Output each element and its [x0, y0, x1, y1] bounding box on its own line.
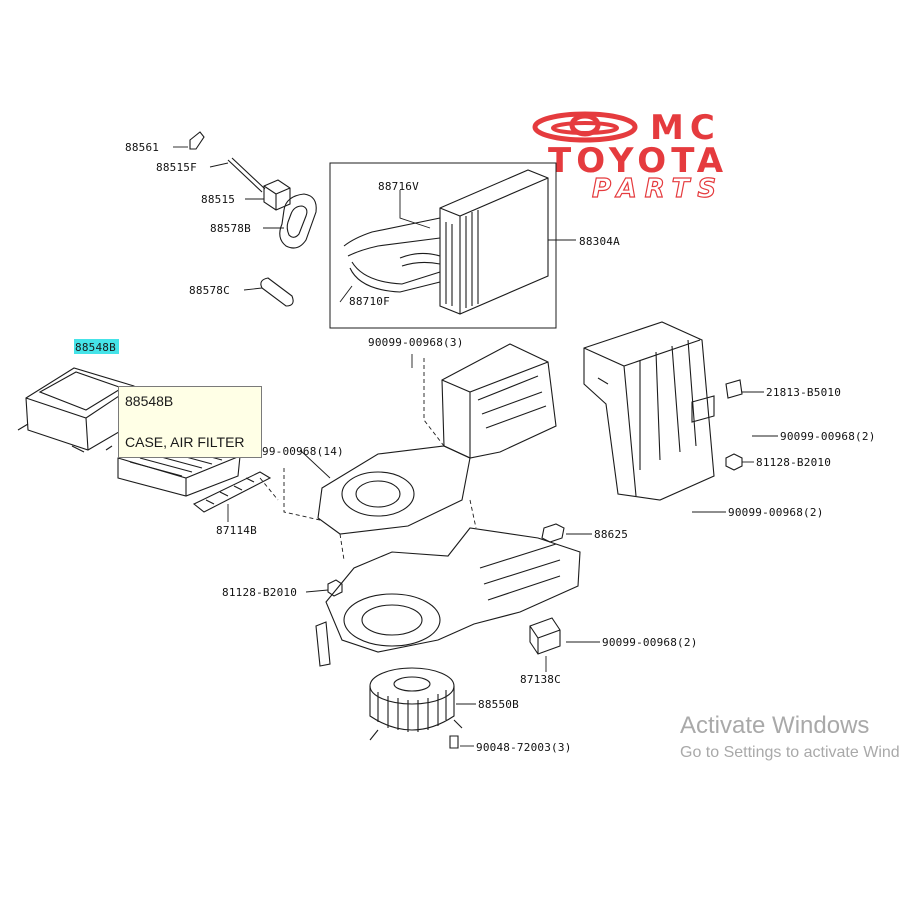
label-90048-72003-3[interactable]: 90048-72003(3) [476, 741, 572, 754]
toyota-emblem-bar [551, 121, 619, 135]
label-81128-B2010a[interactable]: 81128-B2010 [756, 456, 831, 469]
logo-line2: TOYOTA [548, 141, 728, 181]
evaporator-group: 88716V 88304A 88710F [329, 162, 620, 329]
label-88515F[interactable]: 88515F [156, 161, 197, 174]
expansion-valve-group: 88561 88515F 88515 88578B 88578C [125, 131, 317, 307]
highlight-marker [74, 339, 119, 354]
label-88561[interactable]: 88561 [125, 141, 159, 154]
tooltip-part-number: 88548B [125, 393, 174, 409]
lower-housing-group: 88625 81128-B2010 87138C 90099-00968(2) [222, 499, 698, 686]
main-housing-group: 90099-00968(3) 99-00968(14) [262, 336, 557, 535]
label-90099-00968-2a[interactable]: 90099-00968(2) [780, 430, 876, 443]
watermark-title: Activate Windows [680, 712, 870, 739]
label-88304A[interactable]: 88304A [579, 235, 620, 248]
label-88578C[interactable]: 88578C [189, 284, 230, 297]
part-tooltip: 88548B CASE, AIR FILTER [118, 386, 262, 458]
label-81128-B2010b[interactable]: 81128-B2010 [222, 586, 297, 599]
label-90099-00968-2b[interactable]: 90099-00968(2) [728, 506, 824, 519]
label-88515[interactable]: 88515 [201, 193, 235, 206]
air-filter-group: 88548B 87114B [17, 339, 279, 537]
logo-line1: MC [650, 108, 721, 148]
label-88716V[interactable]: 88716V [378, 180, 419, 193]
evaporator-inset-frame [329, 162, 557, 329]
label-88625[interactable]: 88625 [594, 528, 628, 541]
watermark-subtitle: Go to Settings to activate Windows. [680, 744, 900, 761]
label-90099-00968-2c[interactable]: 90099-00968(2) [602, 636, 698, 649]
label-87138C[interactable]: 87138C [520, 673, 561, 686]
label-90099-00968-3[interactable]: 90099-00968(3) [368, 336, 464, 349]
label-87114B[interactable]: 87114B [216, 524, 257, 537]
side-housing-group: 21813-B5010 90099-00968(2) 81128-B2010 9… [583, 321, 876, 519]
logo-line3: PARTS [592, 174, 724, 204]
label-90099-00968-14[interactable]: 99-00968(14) [262, 445, 344, 458]
label-88710F[interactable]: 88710F [349, 295, 390, 308]
label-88550B[interactable]: 88550B [478, 698, 519, 711]
brand-logo: MC TOYOTA PARTS [532, 108, 728, 205]
label-21813-B5010[interactable]: 21813-B5010 [766, 386, 841, 399]
blower-motor-group: 88550B 90048-72003(3) [369, 667, 572, 754]
tooltip-part-description: CASE, AIR FILTER [125, 434, 245, 450]
label-88548B[interactable]: 88548B [75, 341, 116, 354]
label-88578B[interactable]: 88578B [210, 222, 251, 235]
activation-watermark: Activate Windows Go to Settings to activ… [680, 712, 900, 762]
